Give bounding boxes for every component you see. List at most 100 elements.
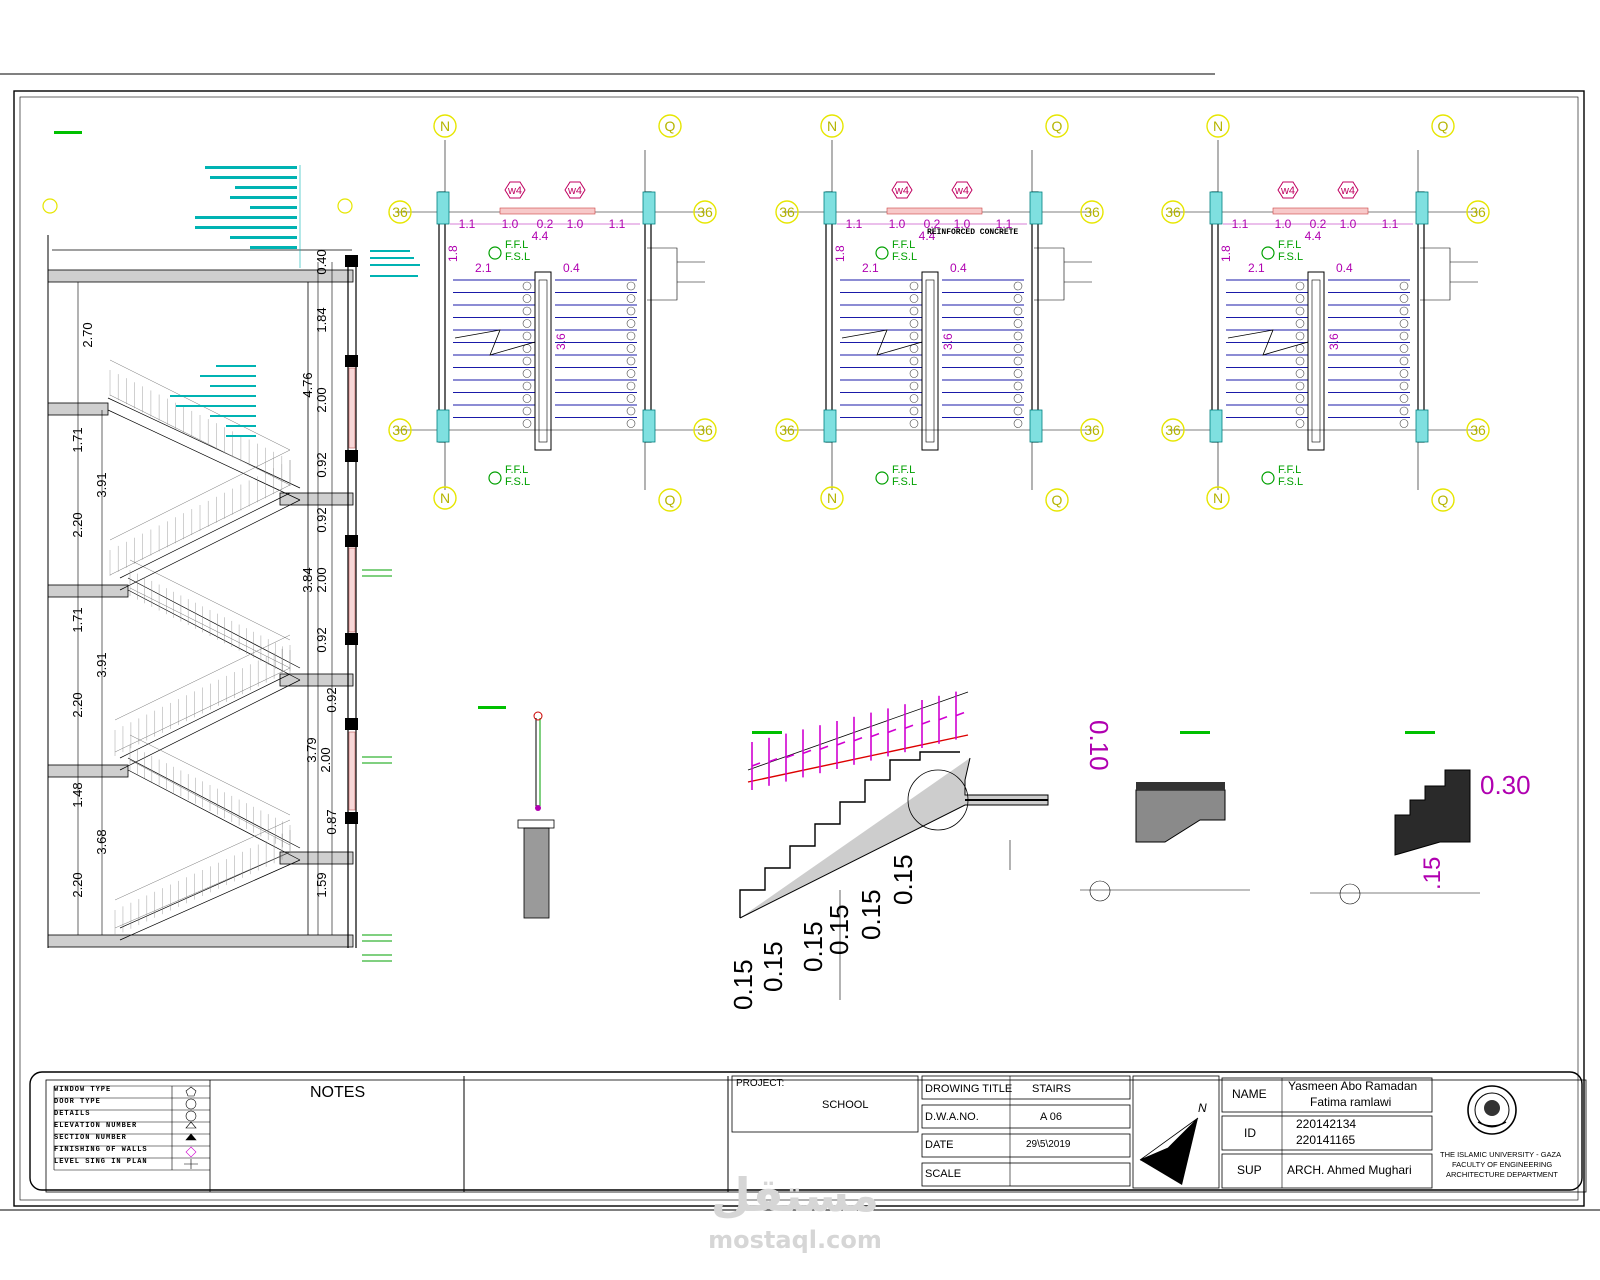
dwg-no-label: D.W.A.NO. [925,1111,979,1123]
legend-finishing-walls: FINISHING OF WALLS [54,1146,148,1154]
plan-dim-gap: 0.4 [950,261,967,275]
grid-bubble-label: Q [665,118,676,134]
section-dim-right: 2.00 [318,747,333,772]
grid-bubble-label: 36 [697,422,713,438]
drawing-title-label: DROWING TITLE [925,1083,1013,1095]
scale-label: SCALE [925,1168,962,1180]
handrail-detail [478,706,555,919]
grid-bubble-label: 36 [1470,422,1486,438]
plan-note: REINFORCED CONCRETE [927,228,1018,237]
section-dim-right: 0.92 [314,507,329,532]
section-dim-right: 0.87 [324,809,339,834]
grid-bubble-label: 36 [779,422,795,438]
stair-section: 2.701.713.912.201.713.912.201.483.682.20… [42,131,420,962]
plan-dim-gap: 0.4 [1336,261,1353,275]
railing-rail [751,762,761,767]
legend-level-sign: LEVEL SING IN PLAN [54,1158,148,1166]
plan-dim: 0.2 [1310,217,1327,231]
section-dim-right: 2.00 [314,567,329,592]
plan-dim-left: 1.8 [1219,245,1233,262]
railing-rail [836,741,846,746]
legend-window-type: WINDOW TYPE [54,1086,112,1094]
tread-dim-c: .15 [1419,857,1446,890]
railing-rail [870,732,880,738]
section-dim-left: 3.68 [94,829,109,854]
plan-dim: 1.1 [1232,217,1249,231]
riser-dim: 0.15 [824,904,854,955]
fsl-label: F.S.L [505,476,530,488]
riser-dim: 0.15 [798,921,828,972]
legend-elevation-number: ELEVATION NUMBER [54,1122,138,1130]
plan-dim-gap: 0.4 [563,261,580,275]
riser-dim: 0.15 [758,941,788,992]
watermark-latin: mostaql.com [708,1226,882,1254]
grid-bubble-label: Q [1438,492,1449,508]
drawing-title-value: STAIRS [1032,1083,1071,1095]
student-name-2: Fatima ramlawi [1310,1095,1392,1109]
north-arrow-icon: N [1139,1101,1207,1185]
plan-dim-run: 3.6 [554,333,568,350]
plan-dim-total: 4.4 [919,229,936,243]
window-tag: w4 [894,185,909,197]
grid-bubble-label: Q [1052,492,1063,508]
dwg-no-value: A 06 [1040,1111,1063,1123]
ffl-label: F.F.L [1278,239,1301,251]
plan-dim: 1.1 [996,217,1013,231]
plan-dim-left: 1.8 [446,245,460,262]
ffl-label: F.F.L [1278,464,1301,476]
section-dim-right: 0.92 [314,452,329,477]
legend-door-type: DOOR TYPE [54,1098,101,1106]
railing-rail [853,737,863,742]
plan-dim-landing: 2.1 [1248,261,1265,275]
plan-dim: 0.2 [537,217,554,231]
grid-bubble-label: N [440,118,450,134]
name-label: NAME [1232,1087,1267,1101]
notes-label: NOTES [310,1084,366,1101]
railing-rail [955,711,965,717]
plan-dim: 1.0 [954,217,971,231]
fsl-label: F.S.L [892,251,917,263]
grid-bubble-label: N [440,490,450,506]
fsl-label: F.S.L [892,476,917,488]
section-dim-right: 1.59 [314,872,329,897]
legend-symbols [184,1086,198,1169]
section-dim-left: 2.20 [70,872,85,897]
fsl-label: F.S.L [1278,476,1303,488]
section-dim-left: 1.48 [70,782,85,807]
watermark-arabic: مستقل [710,1168,880,1222]
plan-dim: 1.1 [846,217,863,231]
riser-dim: 0.15 [856,889,886,940]
student-name-1: Yasmeen Abo Ramadan [1288,1079,1418,1093]
date-label: DATE [925,1139,954,1151]
railing-rail [802,749,812,755]
project-label: PROJECT: [736,1078,785,1089]
plan-dim-run: 3.6 [1327,333,1341,350]
plan-dim-landing: 2.1 [475,261,492,275]
grid-bubble-label: 36 [1470,204,1486,220]
grid-bubble-label: Q [665,492,676,508]
window-tag: w4 [507,185,522,197]
faculty-name: FACULTY OF ENGINEERING [1452,1160,1553,1169]
supervisor-name: ARCH. Ahmed Mughari [1287,1163,1412,1177]
grid-bubble-label: 36 [697,204,713,220]
plan-dim-landing: 2.1 [862,261,879,275]
sup-label: SUP [1237,1163,1262,1177]
plan-dim: 1.0 [502,217,519,231]
student-id-2: 220141165 [1296,1133,1356,1147]
university-name: THE ISLAMIC UNIVERSITY - GAZA [1440,1150,1562,1159]
railing-rail [819,745,829,750]
grid-bubble-label: 36 [1165,204,1181,220]
grid-bubble-label: N [827,118,837,134]
ffl-label: F.F.L [505,464,528,476]
plan-dim: 1.0 [889,217,906,231]
plan-dim: 1.0 [1340,217,1357,231]
railing-rail [768,758,778,763]
plan-dim-total: 4.4 [532,229,549,243]
date-value: 29\5\2019 [1026,1139,1071,1150]
section-dim-right: 0.92 [324,687,339,712]
tread-dim-b: 0.30 [1480,770,1531,800]
section-dim-right: 4.76 [300,372,315,397]
